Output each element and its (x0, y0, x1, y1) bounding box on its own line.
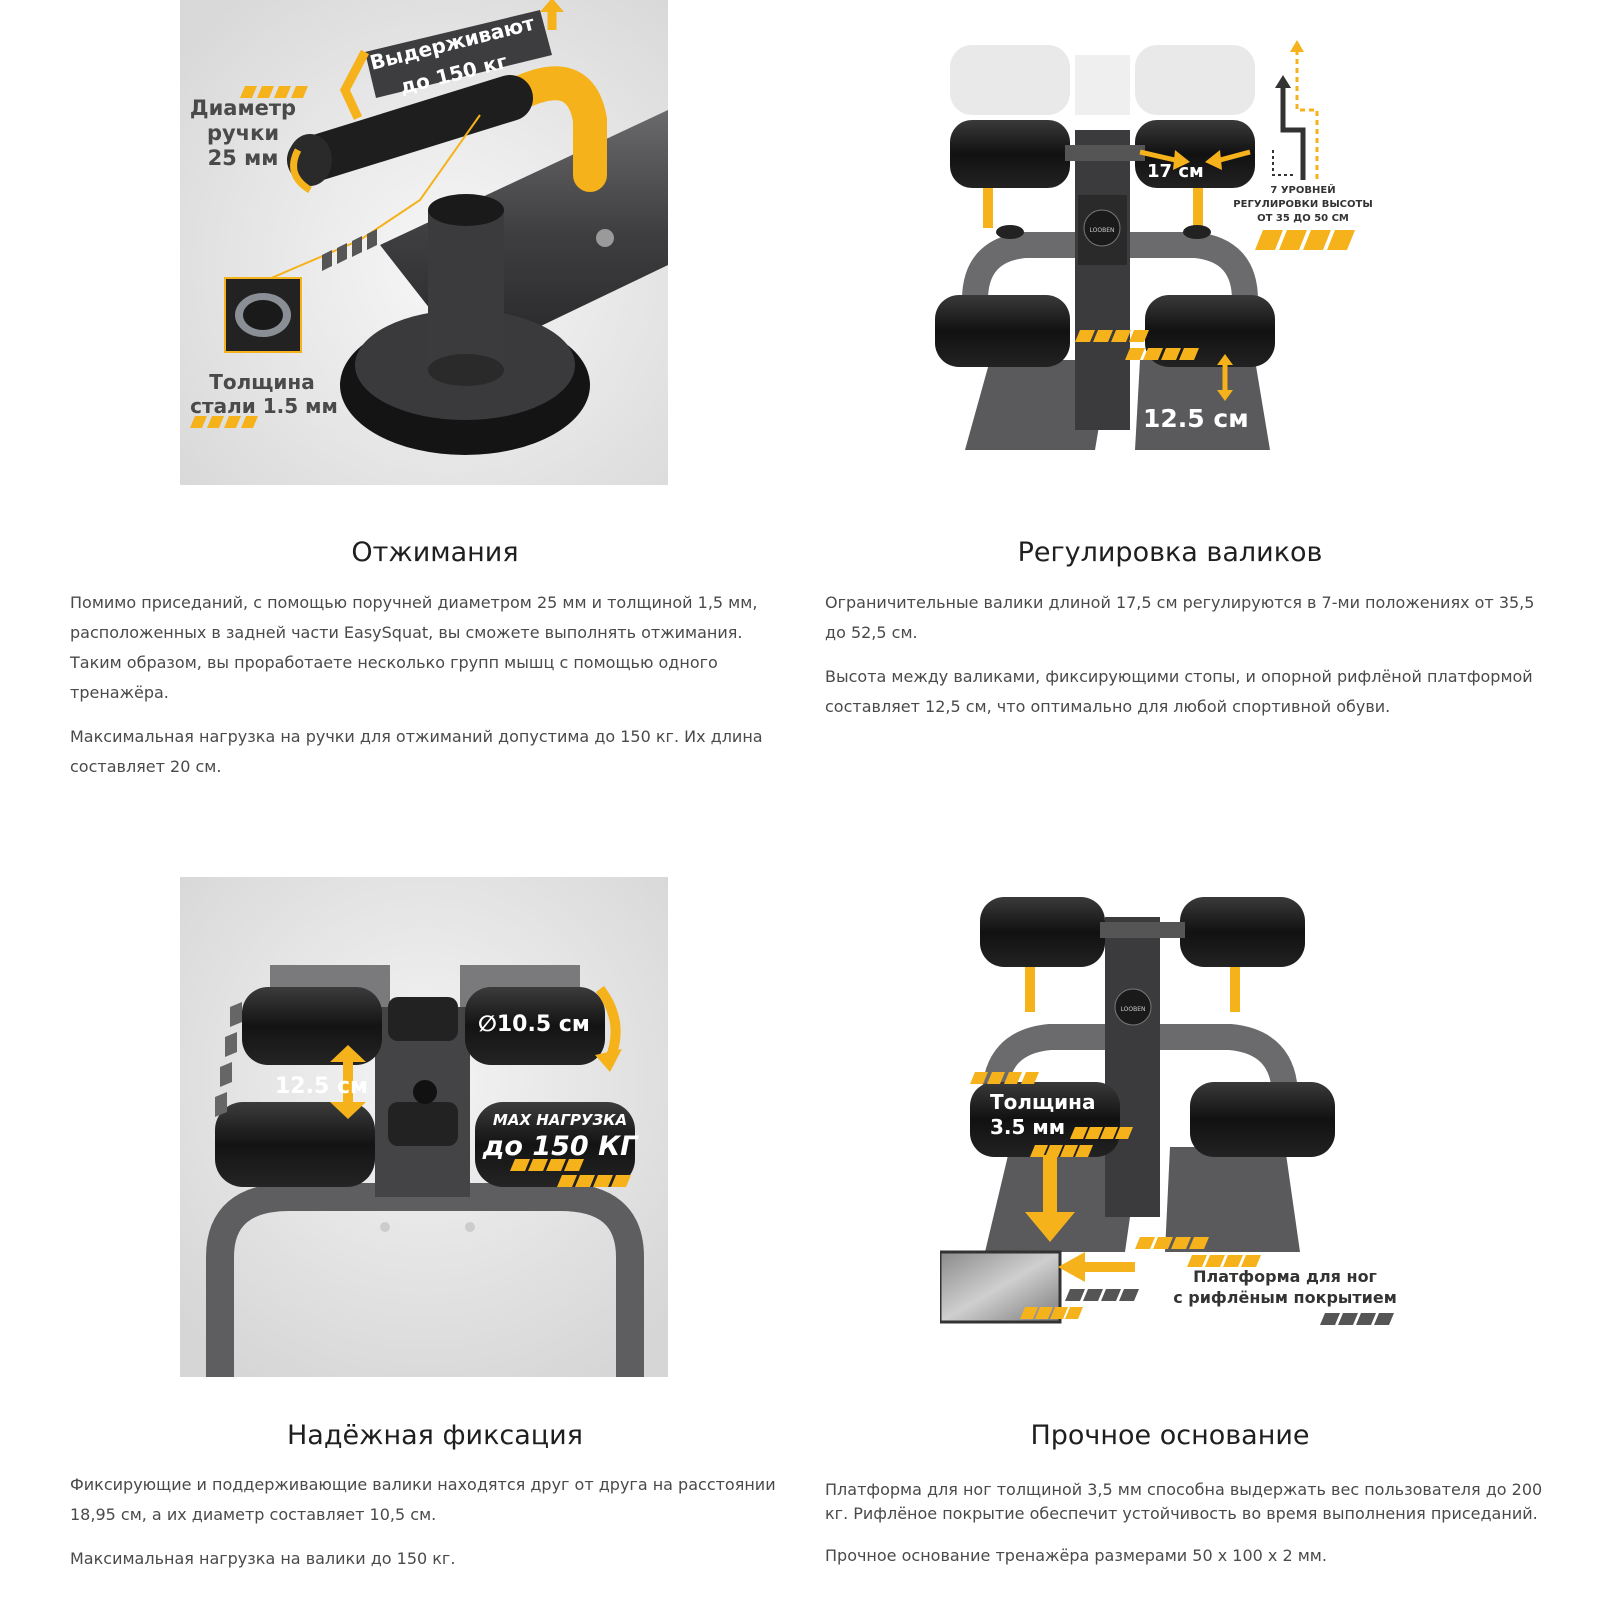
max-load-label-line1: MAX НАГРУЗКА (493, 1111, 627, 1129)
card-title-fixation: Надёжная фиксация (287, 1420, 583, 1451)
card-paragraph: Прочное основание тренажёра размерами 50… (825, 1546, 1327, 1565)
fixation-image: ∅10.5 см 12.5 см MAX НАГРУЗКА до 150 КГ (180, 877, 668, 1377)
thickness-label-line1: Толщина (990, 1090, 1095, 1114)
card-text-fixation: Фиксирующие и поддерживающие валики нахо… (70, 1470, 785, 1588)
levels-label-line1: 7 УРОВНЕЙ (1270, 183, 1335, 196)
brand-logo: LOOBEN (1090, 227, 1115, 234)
card-paragraph: Помимо приседаний, с помощью поручней ди… (70, 593, 758, 702)
card-text-base: Платформа для ног толщиной 3,5 мм способ… (825, 1478, 1560, 1582)
roller-adjustment-image: LOOBEN (935, 20, 1435, 495)
diameter-label-line1: Диаметр (190, 96, 296, 120)
card-paragraph: Платформа для ног толщиной 3,5 мм способ… (825, 1480, 1543, 1523)
card-text-roller-adjustment: Ограничительные валики длиной 17,5 см ре… (825, 588, 1560, 736)
levels-label-line3: ОТ 35 ДО 50 СМ (1257, 213, 1349, 224)
diameter-label-line3: 25 мм (208, 146, 279, 170)
card-title-pushups: Отжимания (351, 537, 519, 568)
base-image: LOOBEN (940, 897, 1410, 1362)
platform-label-line1: Платформа для ног (1193, 1267, 1377, 1286)
card-text-pushups: Помимо приседаний, с помощью поручней ди… (70, 588, 785, 796)
steel-label-line1: Толщина (209, 370, 314, 394)
base-illustration: LOOBEN (940, 897, 1410, 1362)
fixation-illustration: ∅10.5 см 12.5 см MAX НАГРУЗКА до 150 КГ (180, 877, 668, 1377)
levels-label-line2: РЕГУЛИРОВКИ ВЫСОТЫ (1233, 199, 1372, 210)
thickness-label-line2: 3.5 мм (990, 1115, 1065, 1139)
pushup-handle-illustration: Выдерживают до 150 кг Диаметр ручки 25 м… (180, 0, 668, 485)
platform-label-line2: с рифлёным покрытием (1173, 1288, 1397, 1307)
card-paragraph: Ограничительные валики длиной 17,5 см ре… (825, 593, 1535, 642)
brand-logo: LOOBEN (1121, 1006, 1146, 1013)
card-paragraph: Фиксирующие и поддерживающие валики нахо… (70, 1475, 776, 1524)
card-title-base: Прочное основание (1030, 1420, 1310, 1451)
max-load-label-line2: до 150 КГ (482, 1131, 640, 1162)
card-title-roller-adjustment: Регулировка валиков (1017, 537, 1323, 568)
roller-adjustment-illustration: LOOBEN (935, 20, 1435, 495)
diameter-label-line2: ручки (207, 121, 279, 145)
roller-height-label: 12.5 см (1143, 404, 1249, 433)
roller-diameter-label: ∅10.5 см (478, 1012, 590, 1037)
card-paragraph: Максимальная нагрузка на ручки для отжим… (70, 727, 763, 776)
pushup-handle-image: Выдерживают до 150 кг Диаметр ручки 25 м… (180, 0, 668, 485)
card-paragraph: Высота между валиками, фиксирующими стоп… (825, 667, 1533, 716)
card-paragraph: Максимальная нагрузка на валики до 150 к… (70, 1549, 456, 1568)
steel-label-line2: стали 1.5 мм (190, 394, 338, 418)
roller-width-label: 17 см (1147, 161, 1204, 182)
roller-gap-label: 12.5 см (275, 1074, 368, 1099)
